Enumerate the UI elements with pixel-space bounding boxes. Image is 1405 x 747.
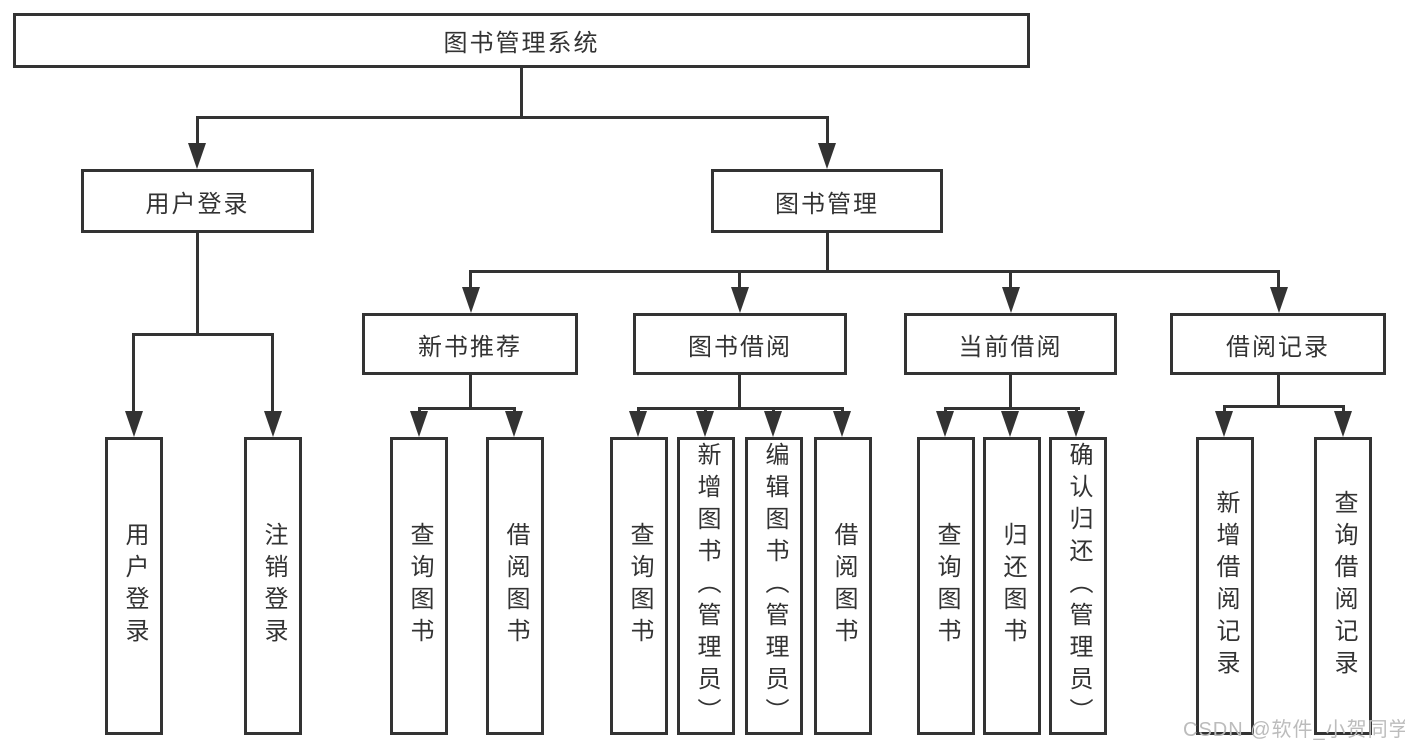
node-label: 图书借阅 [688,333,792,361]
arrow-down-icon [1002,287,1020,313]
node-label: 归还图书 [999,522,1026,650]
node-label: 用户登录 [121,522,148,650]
connector-drop [271,333,274,413]
arrow-down-icon [936,411,954,437]
node-user-login: 用户登录 [81,169,314,233]
node-label: 图书管理 [775,190,879,218]
node-user-login-leaf: 用户登录 [105,437,163,735]
node-label: 确认归还（管理员） [1065,442,1092,730]
node-book-management: 图书管理 [711,169,943,233]
node-query-books-borrowing: 查询图书 [610,437,668,735]
node-label: 查询借阅记录 [1330,490,1357,682]
node-book-borrowing: 图书借阅 [633,313,847,375]
node-add-books-admin: 新增图书（管理员） [677,437,735,735]
connector-drop [469,270,472,289]
connector-hbar [196,116,829,119]
node-borrow-books-recommend: 借阅图书 [486,437,544,735]
node-borrowing-records: 借阅记录 [1170,313,1386,375]
node-label: 借阅记录 [1226,333,1330,361]
node-borrow-books-borrowing: 借阅图书 [814,437,872,735]
node-logout: 注销登录 [244,437,302,735]
watermark-text: CSDN @软件_小贺同学 [1183,719,1405,741]
node-new-book-recommendation: 新书推荐 [362,313,578,375]
arrow-down-icon [764,411,782,437]
arrow-down-icon [833,411,851,437]
connector-hbar [469,270,1280,273]
arrow-down-icon [462,287,480,313]
node-label: 用户登录 [145,190,250,218]
connector-drop [196,116,199,143]
node-query-books-current: 查询图书 [917,437,975,735]
node-current-borrowing: 当前借阅 [904,313,1117,375]
connector-hbar [418,407,516,410]
node-label: 新增图书（管理员） [693,442,720,730]
node-label: 查询图书 [406,522,433,650]
node-add-borrow-record: 新增借阅记录 [1196,437,1254,735]
connector-stem [469,375,472,410]
connector-stem [826,233,829,273]
connector-hbar [637,407,844,410]
connector-drop [1277,270,1280,289]
node-label: 当前借阅 [958,333,1063,361]
node-label: 新书推荐 [418,333,522,361]
arrow-down-icon [410,411,428,437]
connector-stem [1277,375,1280,408]
node-return-books: 归还图书 [983,437,1041,735]
node-edit-books-admin: 编辑图书（管理员） [745,437,803,735]
arrow-down-icon [818,143,836,169]
connector-hbar [1223,405,1345,408]
connector-drop [1009,270,1012,289]
connector-drop [738,270,741,289]
connector-drop [826,116,829,143]
arrow-down-icon [505,411,523,437]
node-label: 新增借阅记录 [1212,490,1239,682]
arrow-down-icon [696,411,714,437]
node-label: 借阅图书 [502,522,529,650]
node-confirm-return-admin: 确认归还（管理员） [1049,437,1107,735]
node-label: 图书管理系统 [443,30,600,57]
arrow-down-icon [125,411,143,437]
connector-stem [520,68,523,119]
connector-stem [196,233,199,336]
connector-hbar [944,407,1080,410]
connector-drop [1223,405,1226,415]
arrow-down-icon [188,143,206,169]
connector-drop [132,333,135,413]
arrow-down-icon [1001,411,1019,437]
node-label: 借阅图书 [830,522,857,650]
node-label: 注销登录 [260,522,287,650]
node-label: 编辑图书（管理员） [761,442,788,730]
node-library-management-system: 图书管理系统 [13,13,1030,68]
node-query-books-recommend: 查询图书 [390,437,448,735]
node-label: 查询图书 [626,522,653,650]
arrow-down-icon [731,287,749,313]
arrow-down-icon [629,411,647,437]
arrow-down-icon [1067,411,1085,437]
arrow-down-icon [1270,287,1288,313]
arrow-down-icon [264,411,282,437]
connector-drop [1342,405,1345,415]
arrow-down-icon [1215,411,1233,437]
connector-hbar [132,333,274,336]
connector-stem [1009,375,1012,410]
node-label: 查询图书 [933,522,960,650]
connector-stem [738,375,741,410]
node-query-borrow-record: 查询借阅记录 [1314,437,1372,735]
arrow-down-icon [1334,411,1352,437]
